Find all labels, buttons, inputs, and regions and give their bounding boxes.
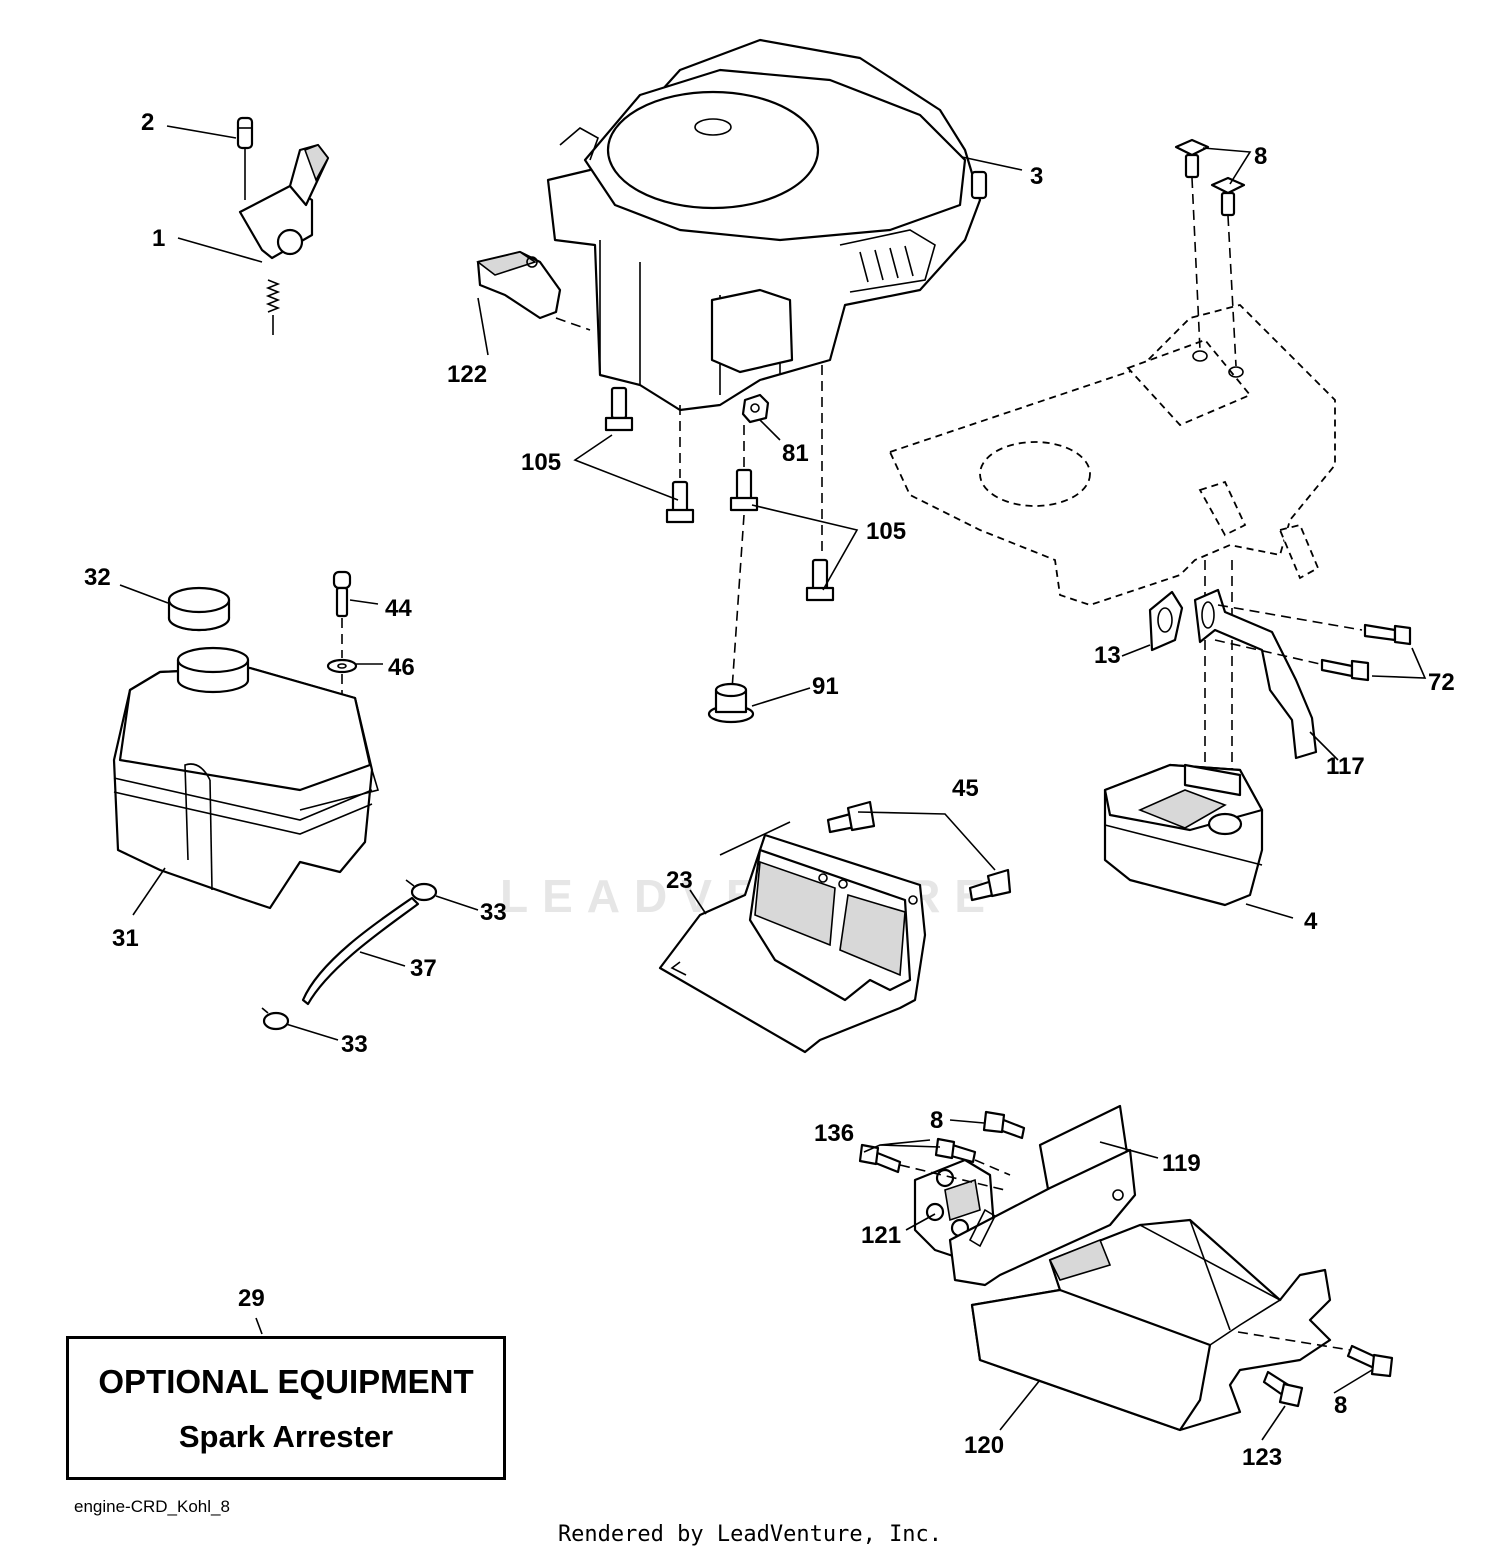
nut-81-part	[741, 393, 770, 424]
bracket-119-part	[948, 1104, 1137, 1287]
screw-44-part	[332, 570, 352, 618]
gas-cap-32-part	[167, 586, 231, 632]
callout-4: 4	[1304, 908, 1318, 935]
callout-105-right: 105	[866, 518, 906, 545]
frame-part	[888, 303, 1336, 606]
callout-31: 31	[112, 925, 139, 952]
bolt-105-a-part	[604, 386, 634, 432]
callout-1: 1	[152, 225, 165, 252]
callout-119: 119	[1162, 1150, 1201, 1177]
bolt-45-a-part	[826, 800, 876, 834]
gasket-13-part	[1148, 590, 1184, 652]
optional-equipment-title: OPTIONAL EQUIPMENT	[98, 1363, 474, 1400]
bolt-8-b-part	[982, 1110, 1026, 1140]
callout-8-top: 8	[1254, 143, 1267, 170]
bolt-72-b-part	[1320, 658, 1370, 682]
fuel-line-37-part	[301, 896, 420, 1006]
callout-8-bottom: 8	[1334, 1392, 1347, 1419]
fuel-tank-31-part	[112, 646, 380, 910]
bolt-72-a-part	[1363, 623, 1412, 646]
engine-part	[546, 38, 988, 412]
callout-23: 23	[666, 867, 693, 894]
clamp-33-lower-part	[261, 1007, 290, 1031]
callout-105-left: 105	[521, 449, 561, 476]
optional-equipment-item: Spark Arrester	[178, 1419, 394, 1454]
callout-32: 32	[84, 564, 111, 591]
callout-81: 81	[782, 440, 809, 467]
callout-122: 122	[447, 361, 487, 388]
bolt-105-b-part	[665, 480, 695, 524]
callout-91: 91	[812, 673, 839, 700]
spacer-91-part	[707, 682, 755, 724]
bolt-136-a-part	[858, 1143, 902, 1174]
callout-44: 44	[385, 595, 412, 622]
callout-45: 45	[952, 775, 979, 802]
bolt-8-c-part	[1346, 1344, 1394, 1378]
heat-shield-23-part	[658, 833, 927, 1054]
callout-2: 2	[141, 109, 154, 136]
clamp-33-upper-part	[405, 879, 438, 902]
bolt-105-c-part	[729, 468, 759, 512]
bolt-45-b-part	[968, 868, 1012, 902]
optional-equipment-box: OPTIONAL EQUIPMENT Spark Arrester	[66, 1336, 506, 1480]
callout-72: 72	[1428, 669, 1455, 696]
throttle-control-part	[236, 116, 330, 335]
bolt-8-top-a-part	[1174, 138, 1210, 179]
bolt-123-part	[1262, 1370, 1304, 1408]
callout-33-upper: 33	[480, 899, 507, 926]
callout-33-lower: 33	[341, 1031, 368, 1058]
callout-29: 29	[238, 1285, 265, 1312]
muffler-4-part	[1103, 763, 1264, 907]
bolt-8-top-b-part	[1210, 176, 1246, 217]
cover-122-part	[476, 250, 562, 320]
callout-3: 3	[1030, 163, 1043, 190]
leader-lines	[119, 125, 1427, 1441]
guard-120-part	[970, 1218, 1332, 1432]
callout-37: 37	[410, 955, 437, 982]
callout-123: 123	[1242, 1444, 1282, 1471]
callout-120: 120	[964, 1432, 1004, 1459]
washer-46-part	[326, 658, 358, 674]
callout-13: 13	[1094, 642, 1121, 669]
callout-121: 121	[861, 1222, 901, 1249]
diagram-code: engine-CRD_Kohl_8	[74, 1497, 230, 1516]
callout-8-middle: 8	[930, 1107, 943, 1134]
callout-46: 46	[388, 654, 415, 681]
footer-credit: Rendered by LeadVenture, Inc.	[557, 1522, 943, 1547]
callout-117: 117	[1326, 753, 1365, 780]
callout-labels: 2 1 3 8 122 105 81 105 32 44 46 91 13 72…	[84, 109, 1455, 1471]
exhaust-pipe-117-part	[1193, 588, 1318, 760]
callout-136: 136	[814, 1120, 854, 1147]
bolt-136-b-part	[934, 1137, 977, 1164]
